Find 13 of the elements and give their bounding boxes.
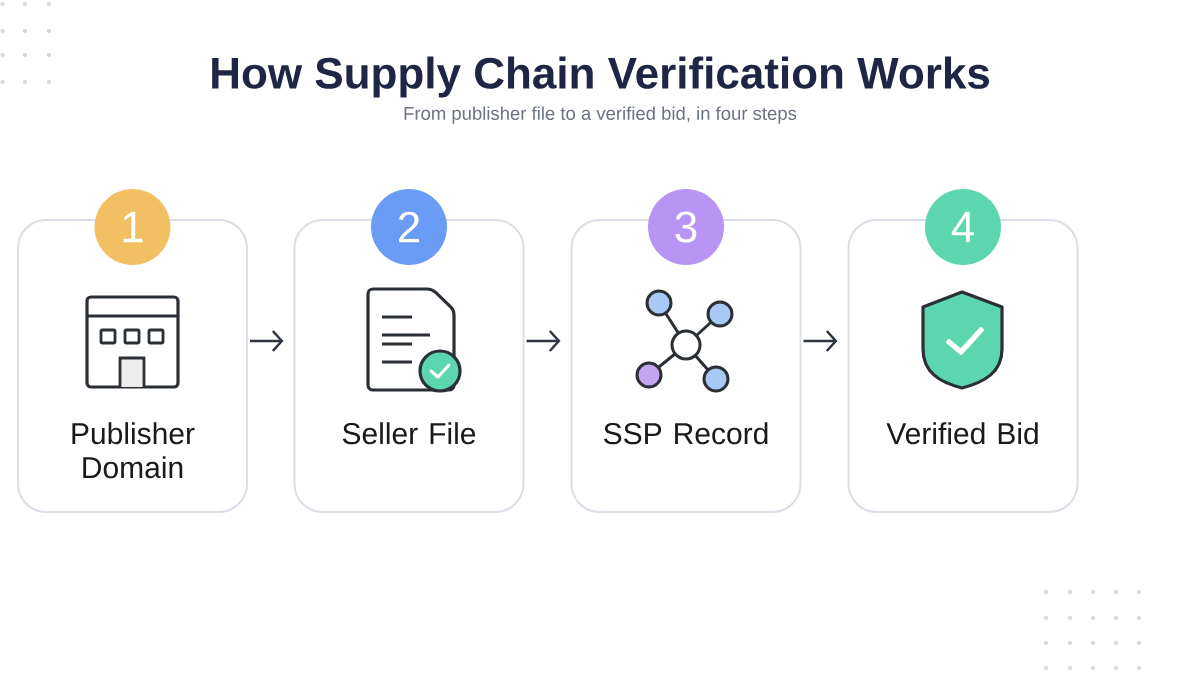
subtitle: From publisher file to a verified bid, in four steps [404,106,797,124]
number-badge: 1 [94,189,171,265]
arrow [250,330,284,352]
number-badge: 4 [925,189,1001,265]
number-badge: 3 [648,189,724,265]
step-label: Seller File [342,422,476,445]
number-badge: 2 [371,189,447,265]
step-label: Verified Bid [886,422,1038,445]
step-label: SSP Record [604,422,768,445]
title: How Supply Chain Verification Works [212,56,990,98]
arrow [803,330,838,352]
arrow [526,330,561,352]
step-label: Publisher Domain [72,422,195,479]
